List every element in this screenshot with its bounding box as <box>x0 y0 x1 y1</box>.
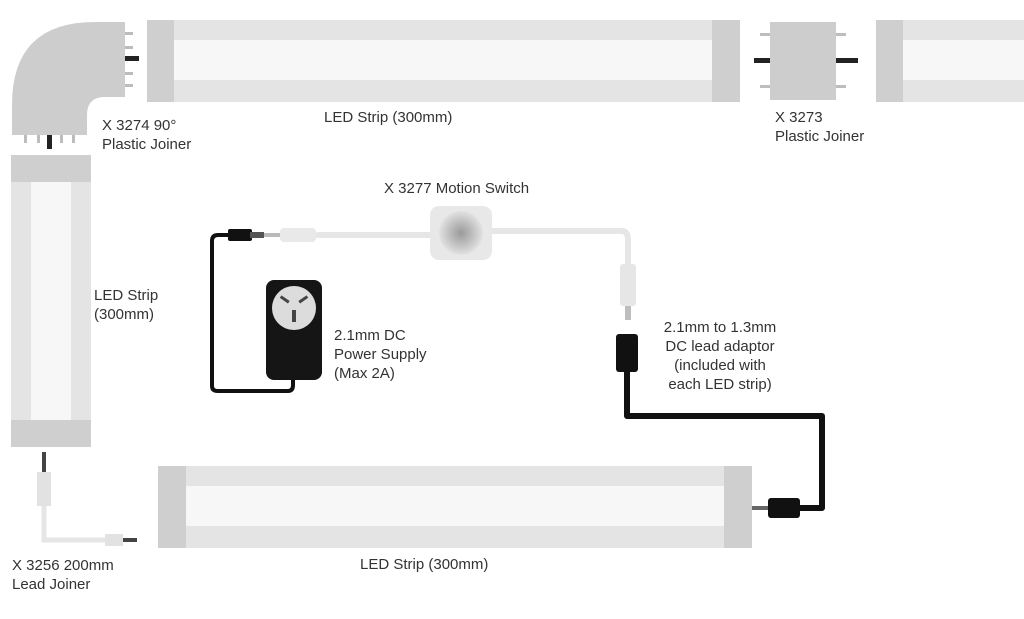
led-strip-left-label-line-1: LED Strip <box>94 287 159 304</box>
lead-adaptor-label-line-1: 2.1mm to 1.3mm <box>663 319 777 336</box>
joiner-3273-label-line-1: X 3273 <box>775 109 823 126</box>
led-strip-left-label-line-2: (300mm) <box>94 306 155 323</box>
plug-body <box>768 498 800 518</box>
joiner-pin <box>754 58 770 63</box>
joiner-3273-part <box>754 22 858 100</box>
plug-pin <box>123 538 137 542</box>
black-cables <box>210 233 825 511</box>
motion-switch-part <box>430 206 492 260</box>
strip-end-cap <box>147 20 174 102</box>
joiner-90-pin <box>37 135 40 143</box>
strip-diffuser <box>31 182 71 420</box>
power-supply-label-line-3: (Max 2A) <box>334 365 395 382</box>
switch-output-cable <box>487 228 631 271</box>
lead-joiner-label: X 3256 200mm Lead Joiner <box>12 556 114 594</box>
joiner-90-pin <box>47 135 52 149</box>
plug-body <box>620 264 636 306</box>
joiner-pin <box>760 33 770 36</box>
led-strip-left-label: LED Strip (300mm) <box>94 286 158 324</box>
power-cable <box>210 233 295 393</box>
plug-body <box>280 228 316 242</box>
strip-end-cap <box>11 155 91 182</box>
socket-pin <box>292 310 296 322</box>
joiner-90-pin <box>125 56 139 61</box>
joiner-pin <box>836 58 858 63</box>
power-supply-label-line-1: 2.1mm DC <box>334 327 406 344</box>
joiner-90-pin <box>72 135 75 143</box>
lead-joiner-part <box>37 452 137 546</box>
joiner-90-label-line-2: Plastic Joiner <box>102 136 192 153</box>
white-cables <box>41 228 631 543</box>
switch-input-plug <box>262 228 316 242</box>
strip-diffuser <box>186 486 724 526</box>
joiner-90-pin <box>125 32 133 35</box>
power-supply-label-line-2: Power Supply <box>334 346 427 363</box>
joiner-pin <box>760 85 770 88</box>
joiner-3273-label: X 3273 Plastic Joiner <box>775 108 864 146</box>
strip-end-cap <box>712 20 740 102</box>
power-cable-plug <box>228 229 264 241</box>
led-strip-top-label: LED Strip (300mm) <box>324 109 453 126</box>
joiner-90-pin <box>125 46 133 49</box>
joiner-3273-label-line-2: Plastic Joiner <box>775 128 865 145</box>
plug-pin <box>262 233 282 237</box>
plug-pin <box>625 306 631 320</box>
strip-diffuser <box>903 40 1024 80</box>
joiner-pin <box>836 33 846 36</box>
power-supply-socket <box>272 286 316 330</box>
plug-body <box>228 229 252 241</box>
lead-adaptor-label-line-3: (included with <box>674 357 766 374</box>
power-supply-label: 2.1mm DC Power Supply (Max 2A) <box>334 326 427 383</box>
plug-pin <box>752 506 770 510</box>
socket-pin <box>279 295 290 304</box>
adaptor-cable <box>624 367 825 511</box>
led-strip-top <box>147 20 740 102</box>
joiner-pin <box>836 85 846 88</box>
joiner-90-body <box>12 22 125 135</box>
joiner-90-pin <box>60 135 63 143</box>
lead-adaptor-label-line-2: DC lead adaptor <box>665 338 775 355</box>
strip-end-cap <box>876 20 903 102</box>
strip-diffuser <box>174 40 712 80</box>
lead-adaptor-part <box>616 264 638 372</box>
strip-end-cap <box>724 466 752 548</box>
lead-adaptor-label: 2.1mm to 1.3mm DC lead adaptor (included… <box>650 318 790 394</box>
joiner-90-pin <box>24 135 27 143</box>
plug-body <box>105 534 123 546</box>
motion-sensor <box>439 211 483 255</box>
plug-pin <box>42 452 46 474</box>
joiner-90-pin <box>125 72 133 75</box>
joiner-90-label: X 3274 90° Plastic Joiner <box>102 116 191 154</box>
joiner-body <box>770 22 836 100</box>
lead-joiner-cable <box>41 502 111 543</box>
joiner-90-pin <box>125 84 133 87</box>
led-strip-bottom <box>158 466 752 548</box>
led-strip-bottom-label: LED Strip (300mm) <box>360 556 489 573</box>
strip-input-plug <box>752 498 800 518</box>
motion-switch-label: X 3277 Motion Switch <box>384 180 530 197</box>
led-strip-top-right <box>876 20 1024 102</box>
plug-body <box>37 472 51 506</box>
lead-joiner-label-line-1: X 3256 200mm <box>12 557 114 574</box>
joiner-90-label-line-1: X 3274 90° <box>102 117 177 134</box>
joiner-90-part <box>12 22 139 149</box>
socket-pin <box>298 295 309 304</box>
lead-adaptor-label-line-4: each LED strip) <box>668 376 772 393</box>
plug-pin <box>250 232 264 238</box>
strip-end-cap <box>11 420 91 447</box>
plug-body <box>616 334 638 372</box>
lead-joiner-label-line-2: Lead Joiner <box>12 576 91 593</box>
power-supply-part <box>266 280 322 380</box>
led-strip-left <box>11 155 91 447</box>
strip-end-cap <box>158 466 186 548</box>
